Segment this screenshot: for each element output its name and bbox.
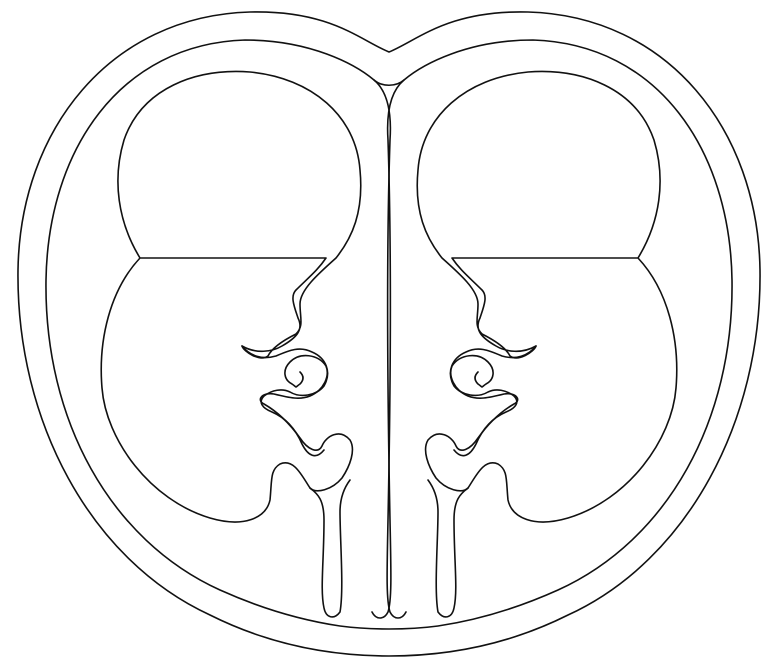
left-ureter (310, 480, 350, 617)
inner-capsule (46, 40, 732, 629)
right-ureter (428, 480, 468, 617)
left-kidney (101, 72, 361, 522)
right-kidney (417, 72, 677, 522)
left-hilum-lobe (242, 346, 328, 456)
right-hilum-lobe (450, 346, 536, 456)
